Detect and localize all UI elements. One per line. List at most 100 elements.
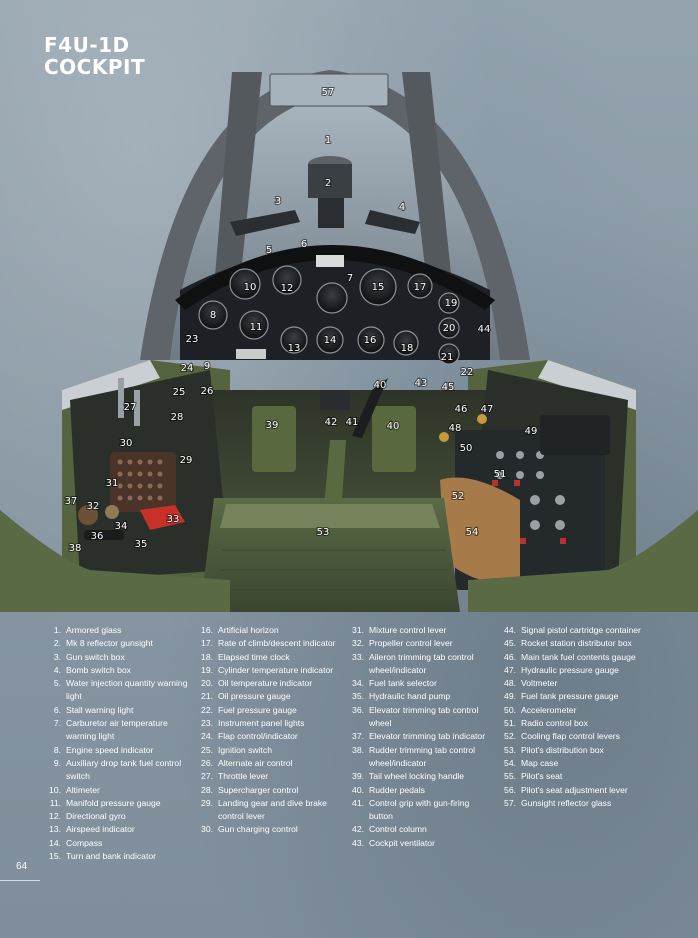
callout-40: 40 — [374, 380, 387, 391]
legend-text: Oil pressure gauge — [218, 691, 291, 702]
legend-text: Radio control box — [521, 718, 588, 729]
callout-49: 49 — [525, 426, 538, 437]
legend-item: 13.Airspeed indicator — [44, 823, 192, 836]
legend-number: 13. — [49, 824, 61, 835]
legend-text: Instrument panel lights — [218, 718, 305, 729]
legend-number: 35. — [352, 691, 364, 702]
callout-12: 12 — [281, 283, 294, 294]
legend-item: 2.Mk 8 reflector gunsight — [44, 637, 192, 650]
legend-text: Tail wheel locking handle — [369, 771, 465, 782]
legend-item: 43.Cockpit ventilator — [347, 837, 495, 850]
legend-item: 46.Main tank fuel contents gauge — [499, 651, 659, 664]
legend-item: 56.Pilot's seat adjustment lever — [499, 784, 659, 797]
callout-53: 53 — [317, 527, 330, 538]
legend-item: 53.Pilot's distribution box — [499, 744, 659, 757]
callout-14: 14 — [324, 335, 337, 346]
legend-number: 9. — [53, 757, 61, 768]
callout-33: 33 — [167, 514, 180, 525]
legend-text: Gun switch box — [66, 651, 125, 662]
legend-item: 51.Radio control box — [499, 717, 659, 730]
legend-item: 35. Hydraulic hand pump — [347, 690, 495, 703]
legend-item: 41. Control grip with gun-firing button — [347, 797, 495, 824]
legend-text: Pilot's seat — [521, 771, 563, 782]
legend-item: 26.Alternate air control — [196, 757, 344, 770]
legend-number: 41. — [352, 797, 364, 808]
legend-number: 47. — [504, 664, 516, 675]
legend-number: 38. — [352, 744, 364, 755]
legend-text: Mk 8 reflector gunsight — [66, 638, 153, 649]
callout-3: 3 — [275, 196, 281, 207]
legend-number: 18. — [201, 651, 213, 662]
legend-item: 34.Fuel tank selector — [347, 677, 495, 690]
legend-number: 12. — [49, 811, 61, 822]
legend-number: 32. — [352, 638, 364, 649]
legend-text: Map case — [521, 757, 559, 768]
legend-item: 48.Voltmeter — [499, 677, 659, 690]
callout-47: 47 — [481, 404, 494, 415]
legend-item: 21.Oil pressure gauge — [196, 690, 344, 703]
gunsight — [230, 156, 420, 236]
legend-item: 40.Rudder pedals — [347, 784, 495, 797]
legend-text: Hydraulic pressure gauge — [521, 664, 619, 675]
legend-number: 31. — [352, 625, 364, 635]
legend-item: 36.Elevator trimming tab control wheel — [347, 704, 495, 731]
legend-number: 10. — [49, 784, 61, 795]
legend-text: Control grip with gun-firing button — [369, 797, 470, 822]
callout-16: 16 — [364, 335, 377, 346]
legend-text: Control column — [369, 824, 427, 835]
legend-number: 29. — [201, 797, 213, 808]
legend-text: Landing gear and dive brake control leve… — [218, 797, 327, 822]
legend-item: 3.Gun switch box — [44, 651, 192, 664]
legend-text: Oil temperature indicator — [218, 678, 313, 689]
callout-30: 30 — [120, 438, 133, 449]
legend-item: 55.Pilot's seat — [499, 770, 659, 783]
legend-text: Manifold pressure gauge — [66, 797, 161, 808]
legend-number: 1. — [53, 625, 61, 635]
legend-item: 15.Turn and bank indicator — [44, 850, 192, 863]
legend-text: Rocket station distributor box — [521, 638, 632, 649]
legend-text: Bomb switch box — [66, 664, 131, 675]
legend-number: 54. — [504, 757, 516, 768]
callout-8: 8 — [210, 310, 216, 321]
legend-text: Supercharger control — [218, 784, 299, 795]
legend-item: 4.Bomb switch box — [44, 664, 192, 677]
legend-item: 54. Map case — [499, 757, 659, 770]
legend-item: 7.Carburetor air temperature warning lig… — [44, 717, 192, 744]
callout-5: 5 — [266, 245, 272, 256]
legend-text: Cylinder temperature indicator — [218, 664, 334, 675]
legend-text: Propeller control lever — [369, 638, 453, 649]
legend-text: Engine speed indicator — [66, 744, 154, 755]
callout-24: 24 — [181, 363, 194, 374]
page-number: 64 — [16, 861, 28, 872]
legend-number: 39. — [352, 771, 364, 782]
callout-39: 39 — [266, 420, 279, 431]
legend-text: Voltmeter — [521, 678, 558, 689]
legend-text: Altimeter — [66, 784, 100, 795]
callout-28: 28 — [171, 412, 184, 423]
legend-number: 17. — [201, 638, 213, 649]
callout-37: 37 — [65, 496, 78, 507]
legend-number: 20. — [201, 678, 213, 689]
legend-item: 28.Supercharger control — [196, 784, 344, 797]
legend-number: 37. — [352, 731, 364, 742]
legend-text: Gunsight reflector glass — [521, 797, 612, 808]
legend-text: Hydraulic hand pump — [369, 691, 451, 702]
legend-item: 6. Stall warning light — [44, 704, 192, 717]
legend-number: 8. — [53, 744, 61, 755]
callout-labels: 5712345678910111213141516171819202122232… — [64, 86, 539, 555]
legend-number: 6. — [53, 704, 61, 715]
legend-number: 5. — [53, 678, 61, 689]
legend-text: Artificial horizon — [218, 625, 279, 635]
legend-item: 12.Directional gyro — [44, 810, 192, 823]
callout-50: 50 — [460, 443, 473, 454]
legend-number: 53. — [504, 744, 516, 755]
callout-23: 23 — [186, 334, 199, 345]
legend-text: Rudder pedals — [369, 784, 425, 795]
callout-31: 31 — [106, 478, 119, 489]
legend-text: Cooling flap control levers — [521, 731, 620, 742]
legend-text: Stall warning light — [66, 704, 134, 715]
legend-item: 50.Accelerometer — [499, 704, 659, 717]
legend-item: 23.Instrument panel lights — [196, 717, 344, 730]
